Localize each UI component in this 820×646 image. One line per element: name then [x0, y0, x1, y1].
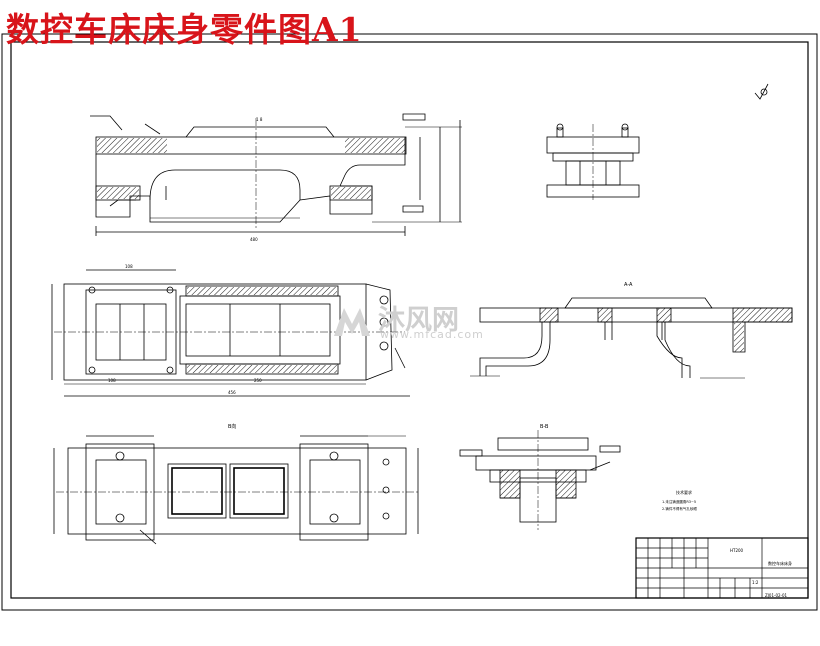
title-block-drawing-number: ZJ01-02-01	[765, 593, 788, 598]
outer-frame	[1, 33, 818, 611]
b-view-label: B向	[228, 423, 236, 430]
section-aa-view	[470, 297, 793, 379]
section-bb-label: B-B	[540, 424, 549, 430]
side-view	[546, 123, 640, 200]
top-part1-dimension: 108	[108, 378, 116, 383]
title-block-material: HT200	[730, 548, 744, 553]
notes-item-1: 1.未注铸造圆角R3~5	[662, 499, 696, 504]
top-width-dimension: 108	[125, 264, 133, 269]
notes-item-2: 2.铸件不得有气孔砂眼	[662, 506, 697, 511]
roughness-symbol	[754, 83, 769, 100]
watermark-logo-icon	[334, 308, 370, 336]
title-block-part-name: 数控车床床身	[768, 560, 792, 566]
section-bb-view	[459, 430, 621, 530]
b-view	[53, 435, 420, 545]
top-view	[51, 269, 410, 397]
top-part2-dimension: 250	[254, 378, 262, 383]
page-title: 数控车床床身零件图A1	[6, 10, 363, 49]
title-block	[635, 537, 809, 599]
inner-frame	[10, 41, 809, 599]
front-view	[90, 113, 462, 236]
section-aa-label: A-A	[624, 282, 633, 288]
notes-heading: 技术要求	[676, 489, 692, 495]
title-block-scale: 1:2	[752, 580, 759, 585]
watermark-url: www.mfcad.com	[380, 328, 484, 341]
top-overall-dimension: 456	[228, 390, 236, 395]
front-overall-dimension: 480	[250, 237, 258, 242]
watermark: 沐风网 www.mfcad.com	[330, 298, 490, 344]
watermark-text: 沐风网	[378, 305, 459, 336]
front-guide-dimension: 1 8	[256, 117, 263, 122]
